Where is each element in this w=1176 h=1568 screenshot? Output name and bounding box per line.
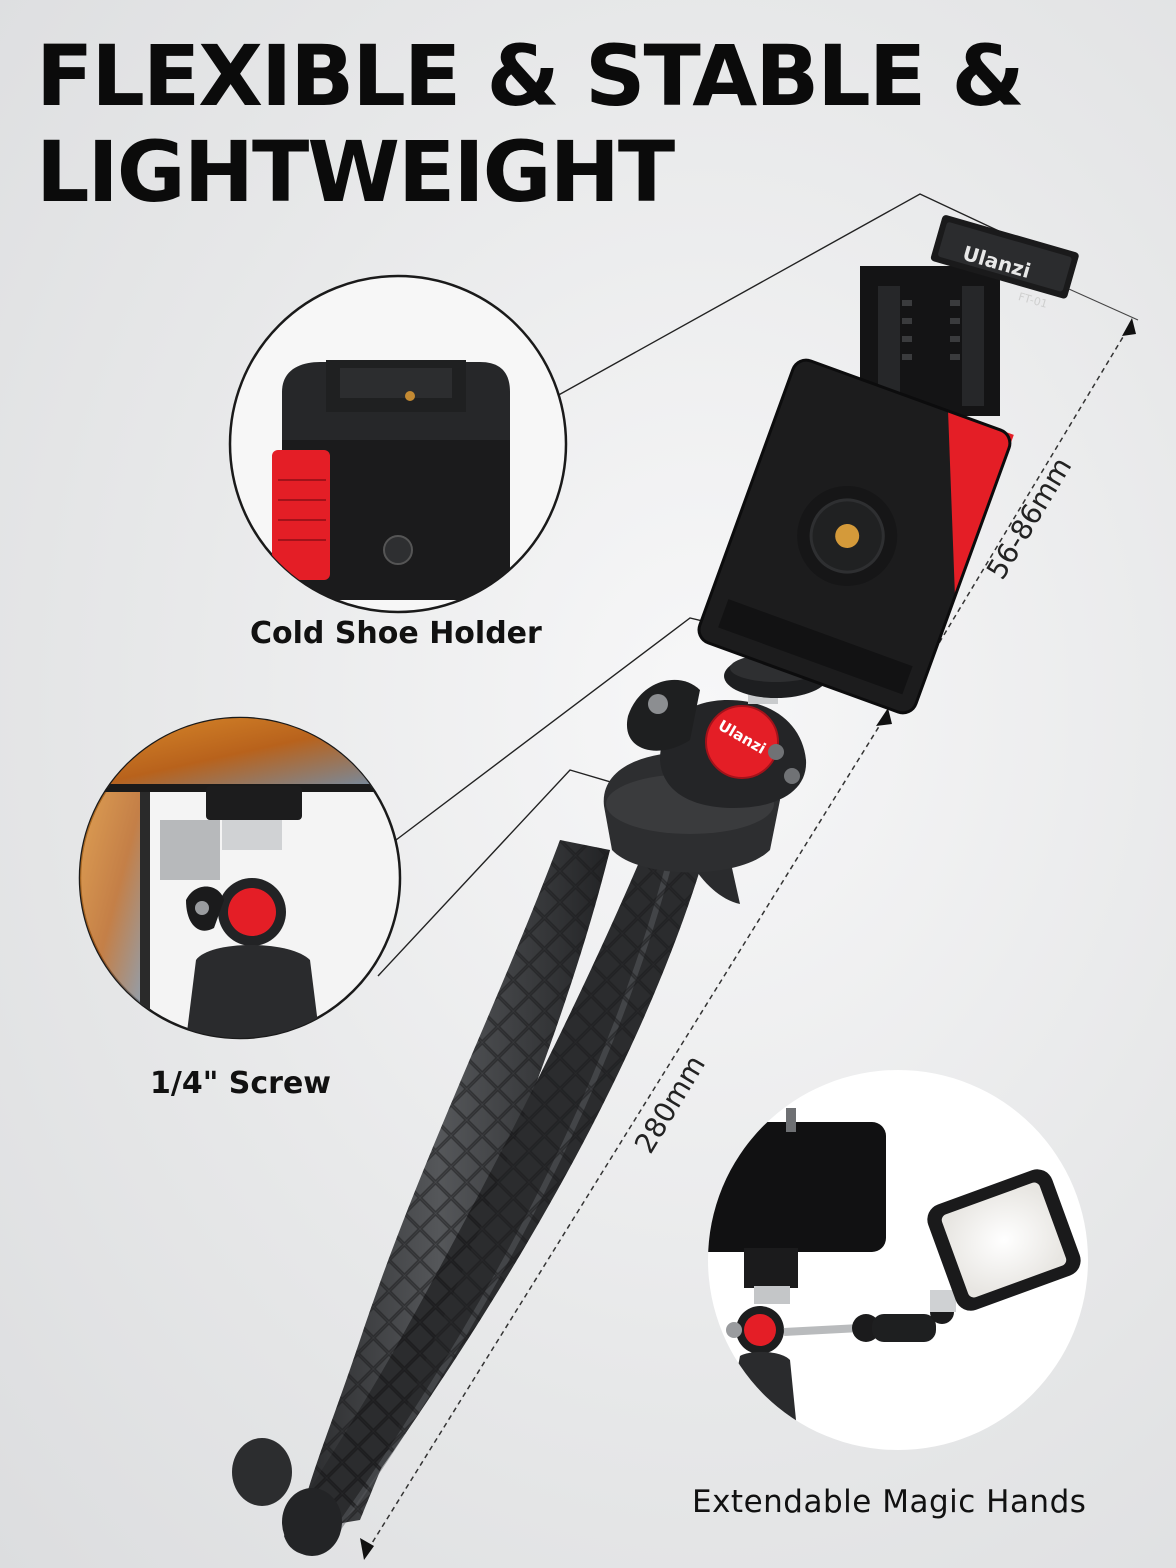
ball-head	[603, 654, 828, 873]
tripod-legs	[232, 840, 740, 1556]
headline-line-1: FLEXIBLE & STABLE &	[36, 27, 1025, 125]
headline-line-2: LIGHTWEIGHT	[36, 123, 675, 221]
magic-hands-detail-circle	[708, 1070, 1088, 1450]
screw-detail-circle	[78, 716, 402, 1040]
phone-clamp	[697, 215, 1079, 715]
cold-shoe-label: Cold Shoe Holder	[250, 616, 542, 651]
magic-hands-label: Extendable Magic Hands	[692, 1484, 1087, 1520]
cold-shoe-detail-circle	[228, 274, 568, 614]
dimension-lines	[363, 321, 1133, 1557]
headline: FLEXIBLE & STABLE & LIGHTWEIGHT	[36, 27, 1025, 221]
screw-label: 1/4" Screw	[150, 1066, 332, 1101]
